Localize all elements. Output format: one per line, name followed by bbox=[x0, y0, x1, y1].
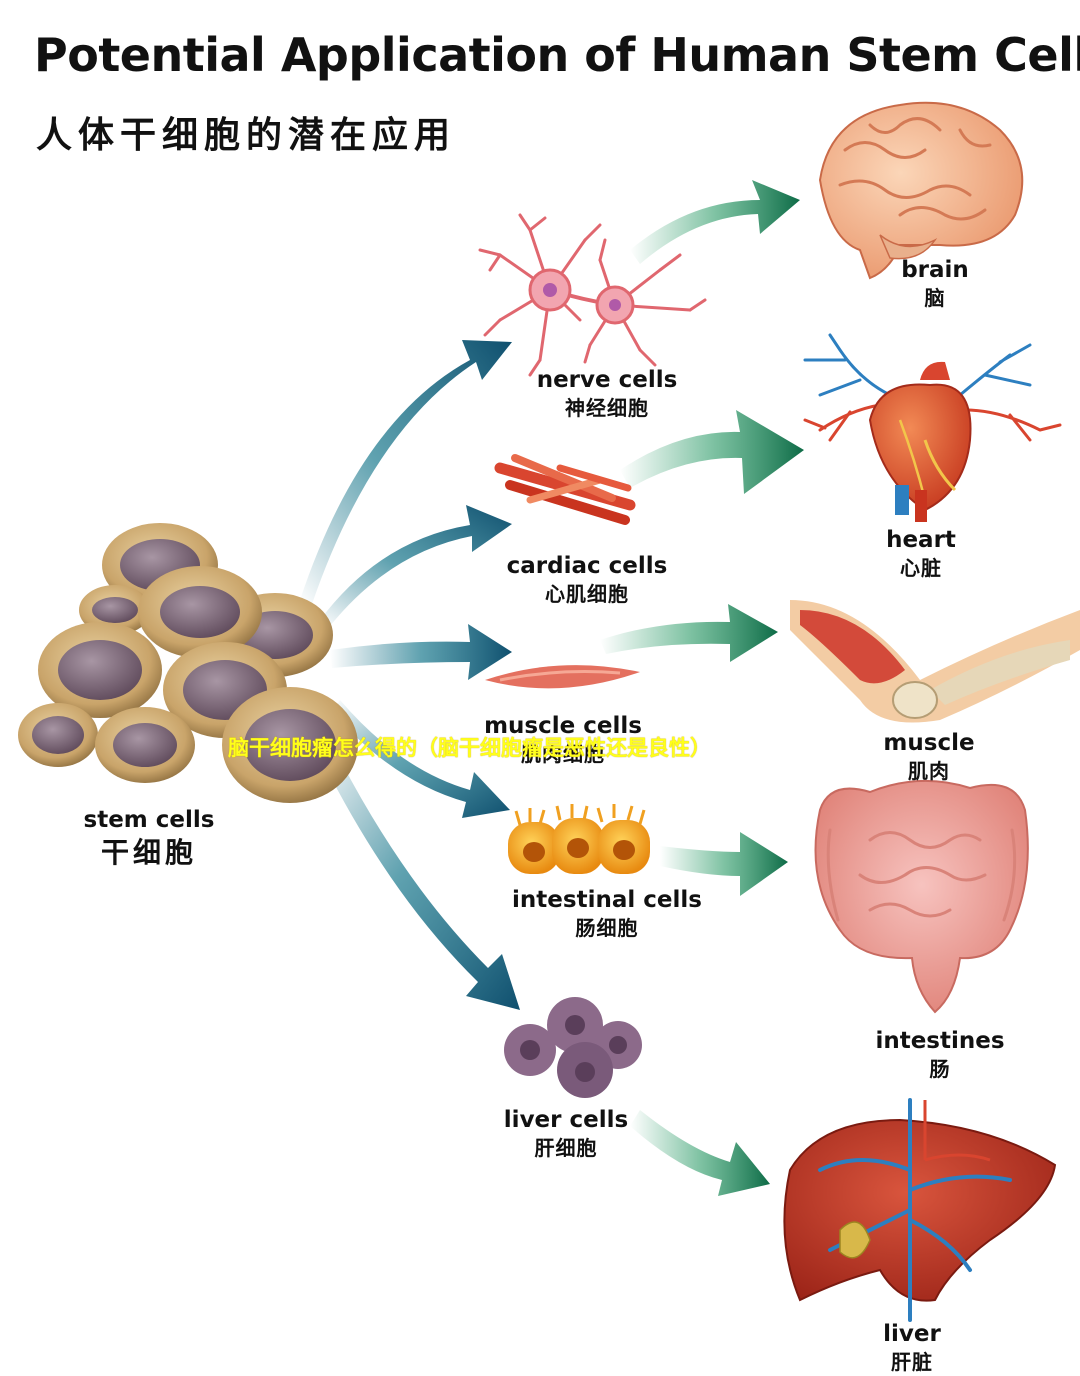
intestines-label: intestines 肠 bbox=[875, 1027, 1004, 1083]
cardiac-cells-label-en: cardiac cells bbox=[506, 553, 668, 579]
nerve-cells-label-zh: 神经细胞 bbox=[564, 396, 649, 420]
muscle-illustration bbox=[790, 600, 1080, 723]
muscle-cells-label: muscle cells 肌肉细胞 bbox=[484, 712, 642, 768]
cardiac-cells-label: cardiac cells 心肌细胞 bbox=[507, 552, 668, 608]
heart-label-zh: 心脏 bbox=[900, 556, 942, 580]
brain-illustration bbox=[818, 101, 1024, 280]
intestines-label-en: intestines bbox=[875, 1028, 1005, 1054]
arrow-stem-to-muscle bbox=[330, 624, 512, 680]
arrow-cardiac-to-heart bbox=[620, 410, 804, 494]
arrow-liver-to-liver bbox=[630, 1110, 770, 1196]
arrow-stem-to-nerve bbox=[300, 340, 512, 604]
heart-illustration bbox=[803, 333, 1062, 522]
intestinal-cells-label-zh: 肠细胞 bbox=[575, 916, 639, 940]
stem-cells-label: stem cells 干细胞 bbox=[84, 806, 215, 872]
stem-cells-illustration bbox=[18, 523, 358, 803]
page-title: Potential Application of Human Stem Cell… bbox=[34, 28, 1080, 82]
brain-label: brain 脑 bbox=[901, 256, 969, 312]
arrow-stem-to-intestinal bbox=[332, 700, 510, 818]
liver-label: liver 肝脏 bbox=[883, 1320, 941, 1376]
intestinal-cells-illustration bbox=[508, 804, 650, 874]
arrow-muscle-to-muscle bbox=[600, 604, 778, 662]
nerve-cells-illustration bbox=[478, 213, 707, 377]
arrow-stem-to-cardiac bbox=[320, 505, 512, 626]
intestinal-cells-label-en: intestinal cells bbox=[512, 887, 702, 913]
nerve-cells-label: nerve cells 神经细胞 bbox=[537, 366, 678, 422]
page-subtitle: 人体干细胞的潜在应用 bbox=[36, 115, 457, 156]
brain-label-en: brain bbox=[901, 257, 969, 283]
liver-cells-label-en: liver cells bbox=[503, 1107, 629, 1133]
muscle-label: muscle 肌肉 bbox=[883, 729, 974, 785]
arrow-nerve-to-brain bbox=[630, 180, 800, 264]
heart-label: heart 心脏 bbox=[886, 526, 956, 582]
liver-cells-label: liver cells 肝细胞 bbox=[504, 1106, 628, 1162]
liver-label-en: liver bbox=[883, 1321, 941, 1347]
muscle-cells-label-zh: 肌肉细胞 bbox=[520, 742, 605, 766]
liver-cells-label-zh: 肝细胞 bbox=[534, 1136, 598, 1160]
liver-label-zh: 肝脏 bbox=[890, 1350, 933, 1374]
cardiac-cells-label-zh: 心肌细胞 bbox=[544, 582, 629, 606]
nerve-cells-label-en: nerve cells bbox=[536, 367, 678, 393]
intestines-label-zh: 肠 bbox=[929, 1057, 951, 1081]
liver-illustration bbox=[783, 1098, 1057, 1322]
muscle-label-en: muscle bbox=[883, 730, 975, 756]
brain-label-zh: 脑 bbox=[924, 286, 946, 310]
heart-label-en: heart bbox=[886, 527, 956, 553]
muscle-cells-illustration bbox=[485, 665, 640, 689]
liver-cells-illustration bbox=[504, 997, 642, 1098]
intestines-illustration bbox=[814, 779, 1029, 1014]
stem-cells-label-en: stem cells bbox=[83, 807, 215, 833]
muscle-label-zh: 肌肉 bbox=[908, 759, 950, 783]
arrow-intestinal-to-intestines bbox=[660, 832, 788, 896]
cardiac-cells-illustration bbox=[494, 454, 636, 525]
watermark-text: 脑干细胞瘤怎么得的（脑干细胞瘤是恶性还是良性） bbox=[228, 736, 711, 760]
intestinal-cells-label: intestinal cells 肠细胞 bbox=[512, 886, 702, 942]
stem-cells-label-zh: 干细胞 bbox=[100, 836, 198, 869]
muscle-cells-label-en: muscle cells bbox=[484, 713, 642, 739]
